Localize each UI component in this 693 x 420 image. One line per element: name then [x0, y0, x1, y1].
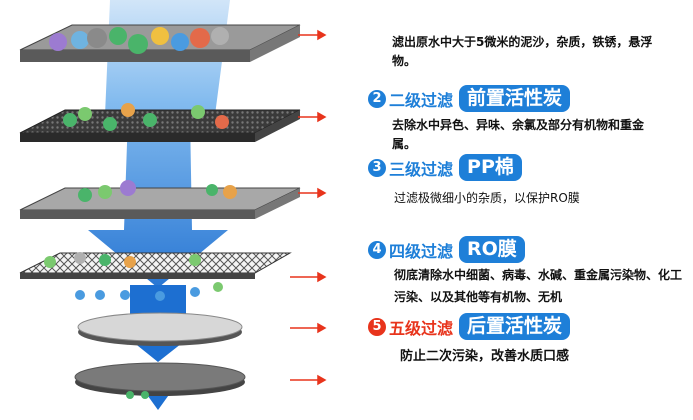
filter-layer-4 [19, 252, 292, 279]
stage-4-badge: RO膜 [459, 236, 525, 263]
stage-2-description: 去除水中异色、异味、余氯及部分有机物和重金属。 [392, 118, 645, 151]
stage-4-description: 彻底清除水中细菌、病毒、水碱、重金属污染物、化工污染、以及其他等有机物、无机 [394, 268, 683, 304]
stage-2-badge: 前置活性炭 [459, 85, 571, 112]
filter-layer-3 [19, 187, 301, 219]
arrow-right-icon [290, 29, 327, 386]
filter-layer-2 [19, 109, 301, 142]
stage-5-level: 五级过滤 [389, 318, 454, 338]
number-3-icon: 3 [368, 158, 386, 177]
stage-2-level: 二级过滤 [389, 90, 454, 110]
stage-4-level: 四级过滤 [389, 241, 454, 261]
stage-4-header: 4 四级过滤 RO膜 [368, 236, 525, 263]
number-4-icon: 4 [368, 240, 386, 259]
stage-1-description: 滤出原水中大于5微米的泥沙，杂质，铁锈，悬浮物。 [392, 35, 653, 68]
molecules [44, 27, 237, 399]
filter-disc-5 [77, 312, 243, 346]
stage-3-description: 过滤极微细小的杂质，以保护RO膜 [394, 191, 580, 205]
filter-disc-6 [74, 362, 246, 396]
stage-3-badge: PP棉 [459, 154, 522, 181]
stage-5-header: 5 五级过滤 后置活性炭 [368, 313, 571, 340]
filter-layers-illustration [19, 0, 327, 410]
stage-5-description: 防止二次污染，改善水质口感 [400, 349, 570, 364]
stage-2-header: 2 二级过滤 前置活性炭 [368, 85, 571, 112]
stage-5-badge: 后置活性炭 [459, 313, 571, 340]
stage-3-header: 3 三级过滤 PP棉 [368, 154, 522, 181]
number-2-icon: 2 [368, 89, 386, 108]
number-5-icon: 5 [368, 317, 386, 336]
stage-3-level: 三级过滤 [389, 159, 454, 179]
